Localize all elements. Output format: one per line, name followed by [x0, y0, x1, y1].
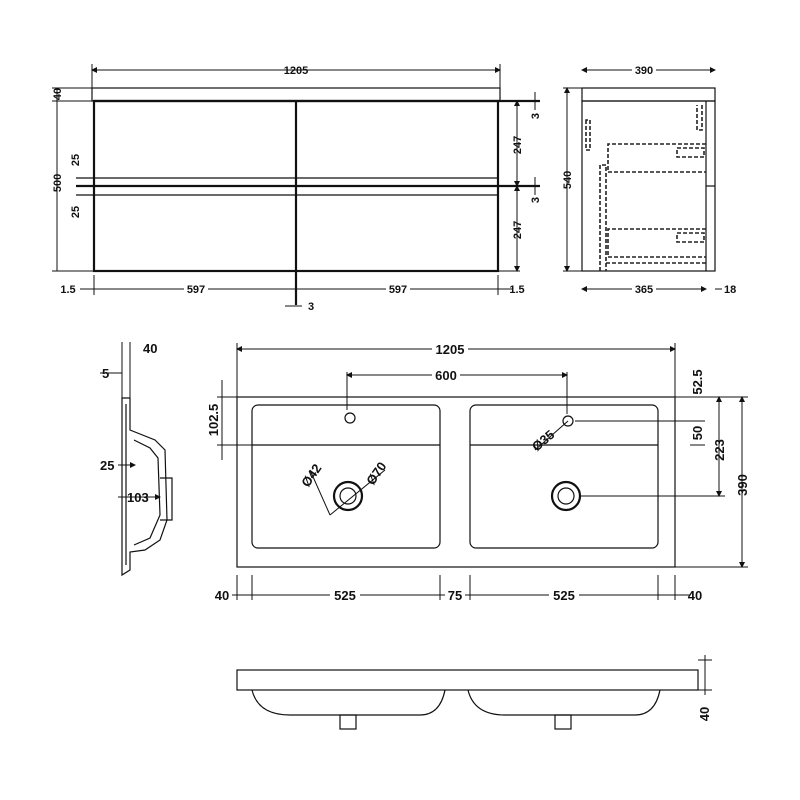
gap-lower-label: 25	[70, 206, 82, 218]
bowl-gap-label: 75	[448, 588, 462, 603]
waste-from-back-label: 223	[712, 439, 727, 461]
drawer-lower-label: 247	[512, 221, 524, 239]
left-offset-label: 1.5	[60, 284, 75, 296]
left-edge-label: 40	[215, 588, 229, 603]
front-top-label: 40	[52, 88, 64, 100]
basin-front-view: 40	[236, 655, 712, 730]
right-door-label: 597	[389, 284, 407, 296]
gap3-lower-label: 3	[530, 197, 542, 203]
front-height-label: 500	[52, 174, 64, 192]
section-wall-label: 25	[100, 458, 114, 473]
left-door-label: 597	[187, 284, 205, 296]
gap-upper-label: 25	[70, 154, 82, 166]
tap-spacing-label: 600	[435, 368, 457, 383]
tap-from-back-label: 52.5	[690, 369, 705, 394]
body-depth-label: 365	[635, 284, 653, 296]
basin-depth-label: 390	[735, 474, 750, 496]
side-height-label: 540	[562, 171, 574, 189]
basin-top-view: 1205 600 102.5 52.5 50 223 390 Ø42 Ø70 Ø…	[206, 342, 750, 603]
gap3-upper-label: 3	[530, 113, 542, 119]
waste-outer-dia-label: Ø70	[363, 459, 389, 488]
right-offset-label: 1.5	[509, 284, 524, 296]
right-edge-label: 40	[688, 588, 702, 603]
front-view: 1205 40 500 25 25 247 247 3 3 1.5 597 59…	[52, 64, 542, 313]
waste-dia-label: Ø42	[298, 461, 324, 490]
tap-dia-label: Ø35	[529, 427, 557, 454]
right-bowl-label: 525	[553, 588, 575, 603]
side-depth-label: 390	[635, 65, 653, 77]
front-width-label: 1205	[284, 65, 308, 77]
section-bowl-depth-label: 103	[127, 490, 149, 505]
front-thickness-label: 40	[697, 707, 712, 721]
section-lip-label: 5	[102, 366, 109, 381]
drawer-upper-label: 247	[512, 136, 524, 154]
section-rim-label: 40	[143, 341, 157, 356]
door-thickness-label: 18	[724, 284, 736, 296]
left-back-label: 102.5	[206, 404, 221, 437]
left-bowl-label: 525	[334, 588, 356, 603]
center-gap-label: 3	[308, 301, 314, 313]
side-view: 390 540 365 18	[562, 63, 736, 296]
basin-section-view: 40 5 25 103	[100, 341, 173, 577]
tap-hole-offset-label: 50	[690, 426, 705, 440]
basin-width-label: 1205	[436, 342, 465, 357]
